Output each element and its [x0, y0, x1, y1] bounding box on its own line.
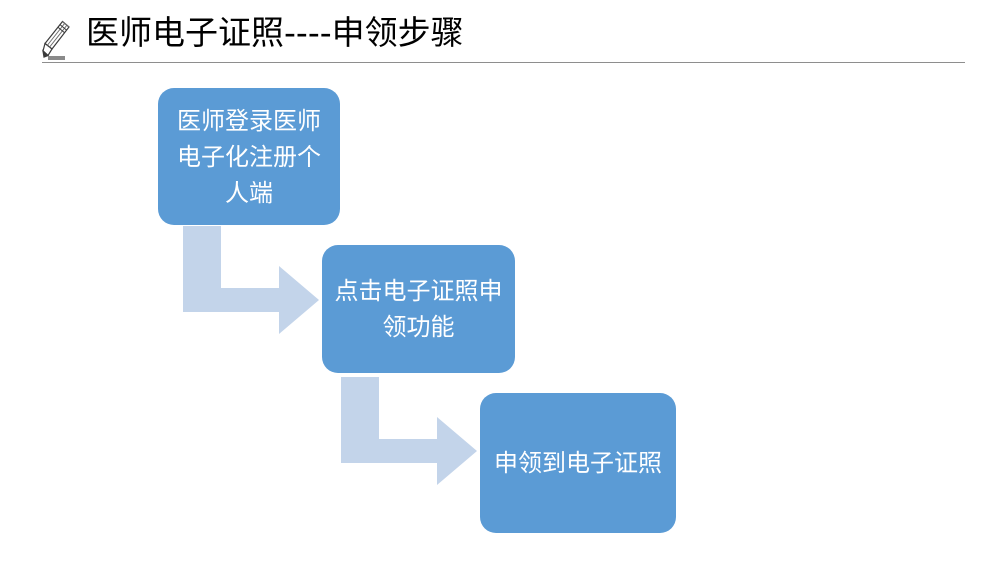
- flow-step-box-1[interactable]: 医师登录医师电子化注册个人端: [158, 88, 340, 225]
- pencil-icon: [36, 14, 76, 62]
- flow-step-box-3[interactable]: 申领到电子证照: [480, 393, 676, 533]
- slide-header: 医师电子证照----申领步骤: [0, 0, 1000, 66]
- page-title: 医师电子证照----申领步骤: [86, 13, 464, 52]
- flow-step-label-2: 点击电子证照申领功能: [334, 277, 503, 341]
- flow-step-box-2[interactable]: 点击电子证照申领功能: [322, 245, 515, 373]
- flow-step-label-3: 申领到电子证照: [494, 449, 662, 477]
- flow-step-label-1: 医师登录医师电子化注册个人端: [177, 106, 321, 207]
- flow-connector-arrow-1: [183, 226, 319, 338]
- title-divider: [42, 62, 965, 63]
- flow-connector-arrow-2: [341, 377, 477, 489]
